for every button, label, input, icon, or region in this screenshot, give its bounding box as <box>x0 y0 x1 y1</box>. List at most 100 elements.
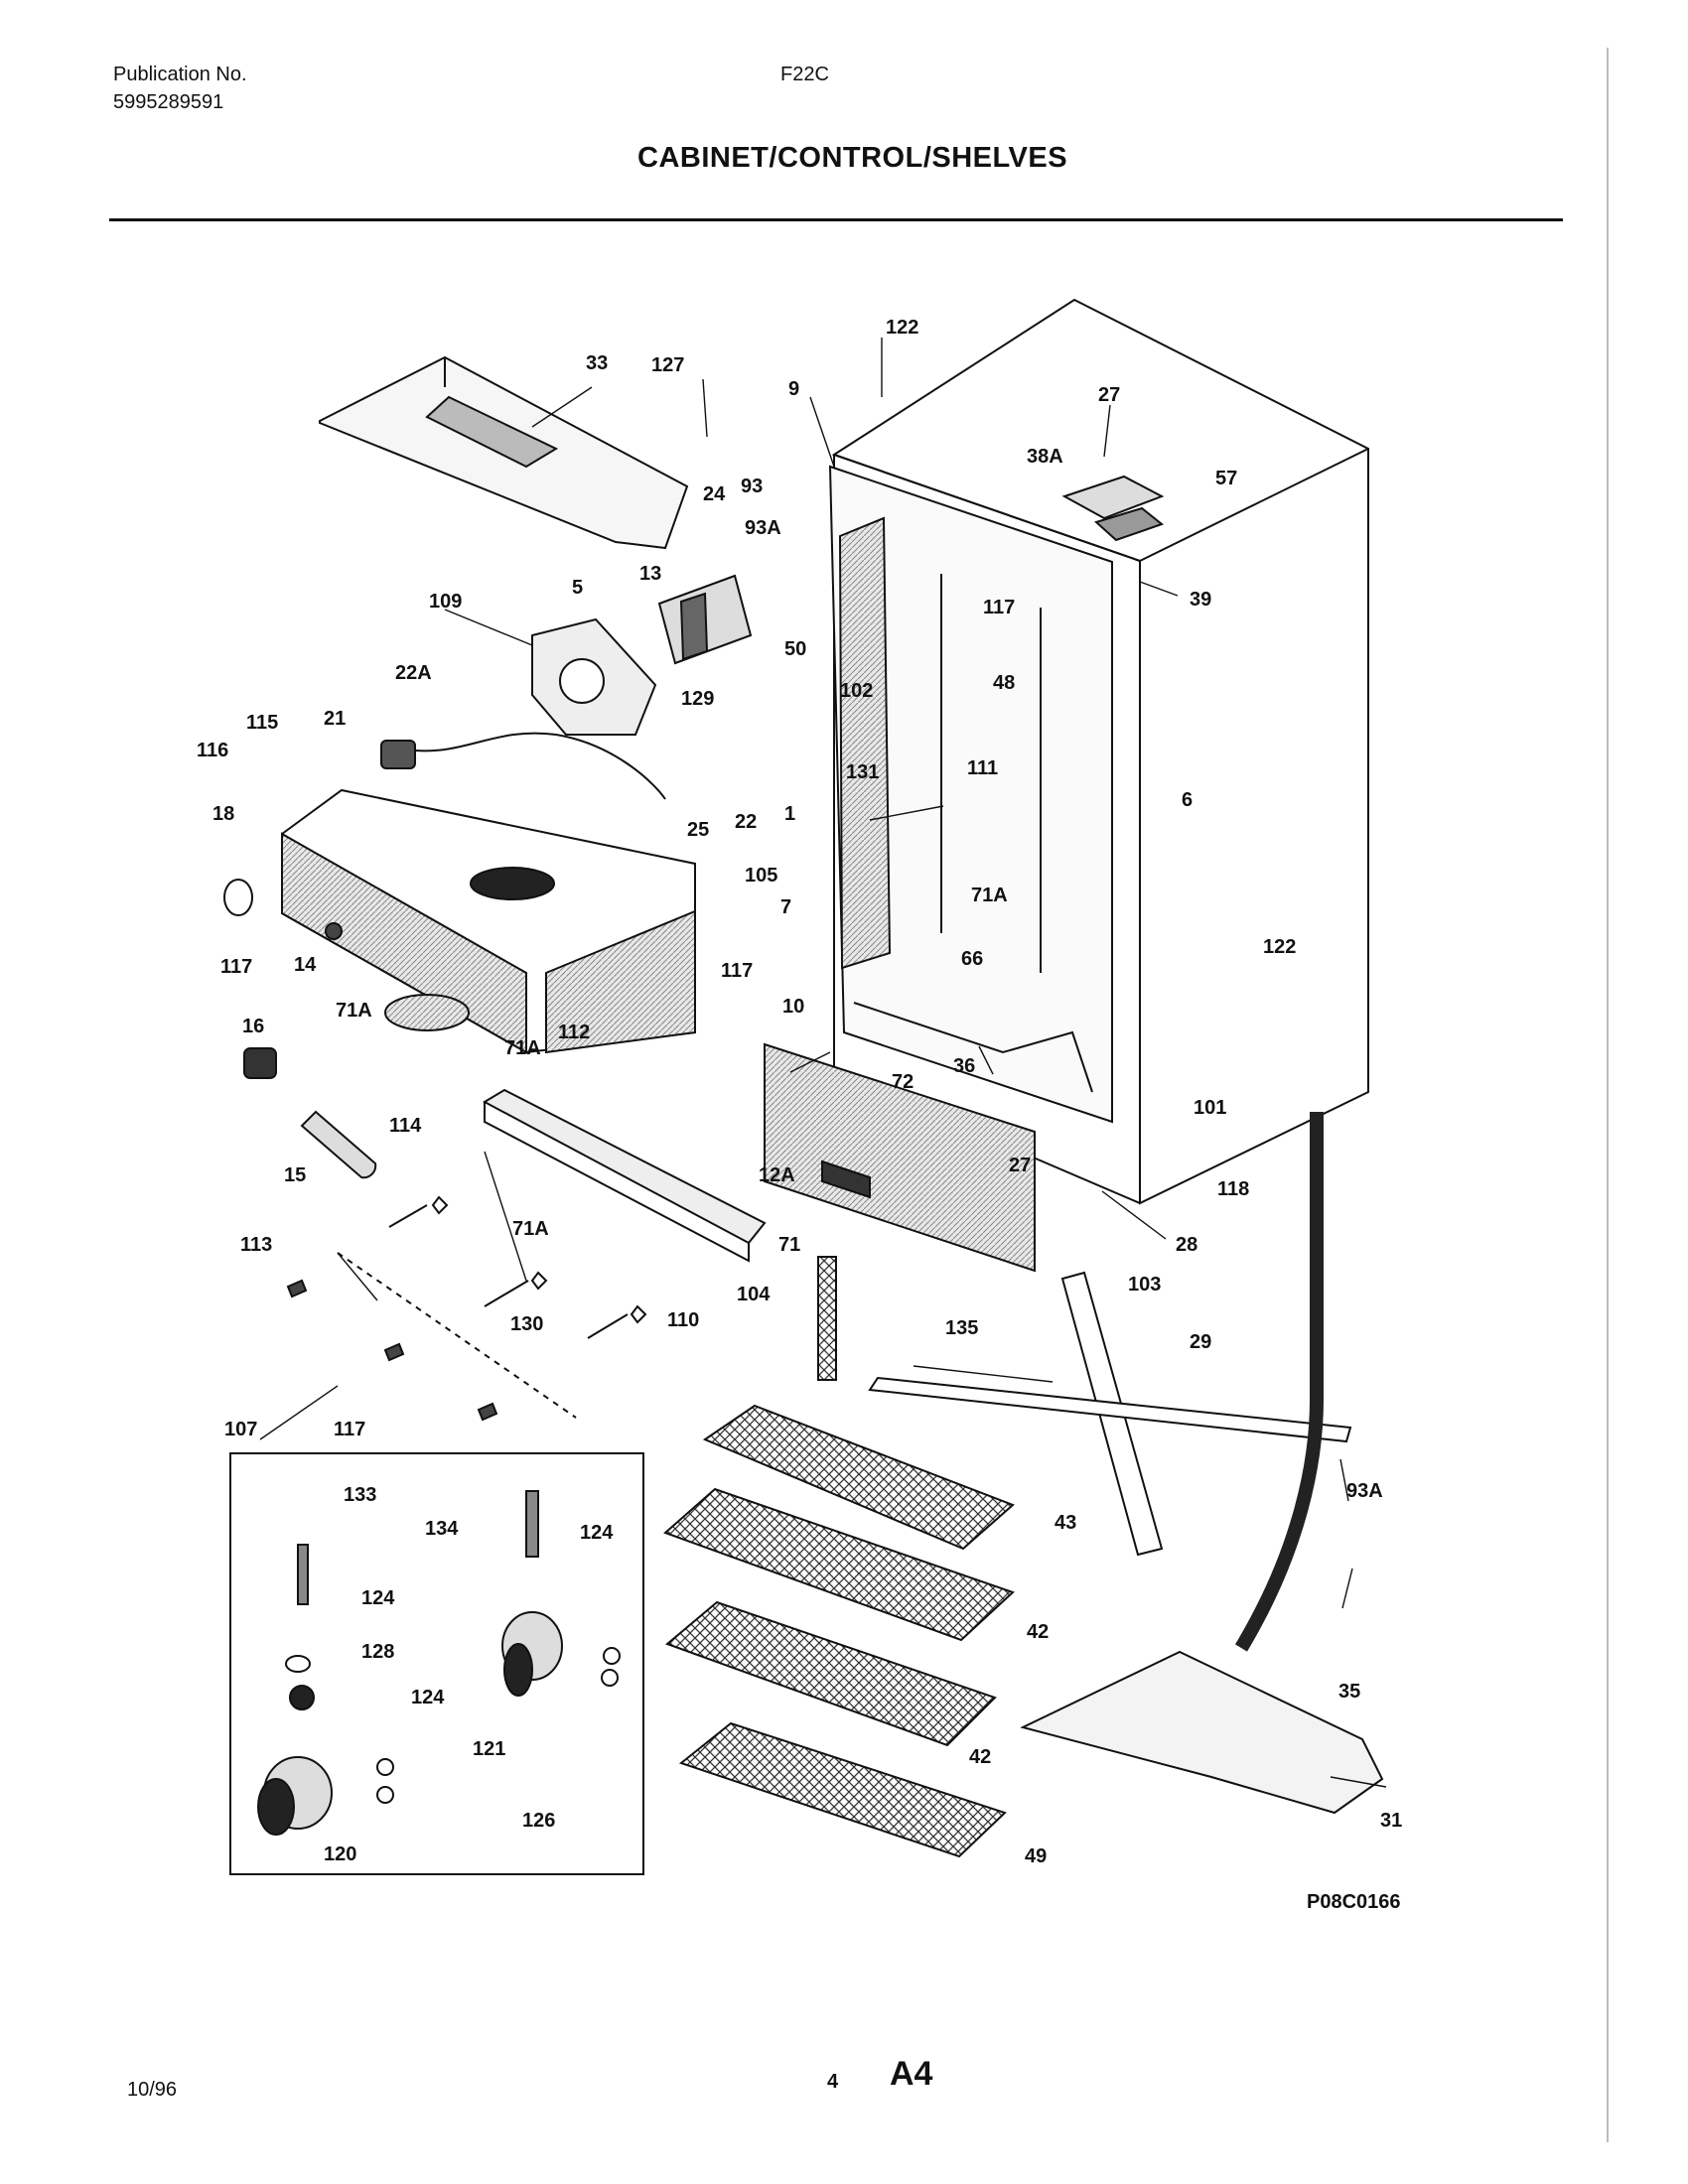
callout: 122 <box>1263 936 1296 958</box>
header-rule <box>109 218 1563 221</box>
callout: 22 <box>735 811 757 833</box>
callout: 117 <box>721 960 753 982</box>
door-liner-shape <box>828 465 1113 1124</box>
callout: 126 <box>522 1810 555 1832</box>
callout: 114 <box>389 1115 422 1137</box>
callout: 1 <box>784 803 795 825</box>
callout: 13 <box>639 563 661 585</box>
grille-shape <box>223 879 470 1031</box>
callout: 43 <box>1055 1512 1076 1534</box>
callout: 124 <box>411 1687 445 1708</box>
callout: 93 <box>741 476 763 497</box>
callout: 7 <box>780 896 791 918</box>
callout: 29 <box>1190 1331 1211 1353</box>
callout: 66 <box>961 948 983 970</box>
callout: 28 <box>1176 1234 1197 1256</box>
leader-lines <box>259 338 1387 1788</box>
spring-shape <box>817 1256 837 1381</box>
callout: 9 <box>788 378 799 400</box>
model-number: F22C <box>780 64 829 85</box>
callout: 15 <box>284 1164 306 1186</box>
shelf-shapes <box>663 1404 1015 1858</box>
callout: 10 <box>782 996 804 1018</box>
callout: 107 <box>224 1419 257 1440</box>
callout: 24 <box>703 483 726 505</box>
callout: 57 <box>1215 468 1237 489</box>
callout: 31 <box>1380 1810 1402 1832</box>
callout: 71A <box>512 1218 549 1240</box>
callout: 111 <box>967 757 998 779</box>
callout: 21 <box>324 708 346 730</box>
callout: 22A <box>395 662 432 684</box>
callout: 109 <box>429 591 462 613</box>
publication-date: 10/96 <box>127 2079 178 2101</box>
fan-bracket-shape <box>531 574 753 736</box>
callout: 104 <box>737 1284 771 1305</box>
callout: 113 <box>240 1234 272 1256</box>
publication-label: Publication No. <box>113 64 247 85</box>
section-title: CABINET/CONTROL/SHELVES <box>637 142 1068 174</box>
callout: 25 <box>687 819 709 841</box>
page-code: A4 <box>890 2055 933 2093</box>
callout: 103 <box>1128 1274 1161 1296</box>
callout: 118 <box>1217 1178 1249 1200</box>
callout: 71A <box>971 885 1008 906</box>
drain-tube-shape <box>1234 1112 1324 1652</box>
callout: 135 <box>945 1317 978 1339</box>
light-shield-shape <box>482 1088 767 1263</box>
callout: 127 <box>651 354 684 376</box>
callout: 71A <box>336 1000 372 1022</box>
callout: 124 <box>361 1587 395 1609</box>
callout: 42 <box>969 1746 991 1768</box>
callout: 129 <box>681 688 714 710</box>
callout: 27 <box>1009 1155 1031 1176</box>
callout: 112 <box>558 1022 590 1043</box>
callout: 6 <box>1182 789 1193 811</box>
brace-shape <box>868 1271 1352 1557</box>
callout: 42 <box>1027 1621 1049 1643</box>
callout: 38A <box>1027 446 1063 468</box>
callout: 50 <box>784 638 806 660</box>
callout: 48 <box>993 672 1015 694</box>
callout: 120 <box>324 1843 356 1865</box>
top-bracket-shape <box>319 355 689 550</box>
callout: 130 <box>510 1313 543 1335</box>
caster-inset-shape <box>229 1452 644 1875</box>
callout: 12A <box>759 1164 795 1186</box>
callout: 131 <box>846 761 879 783</box>
callout: 117 <box>983 597 1015 618</box>
callout: 36 <box>953 1055 975 1077</box>
callout: 33 <box>586 352 608 374</box>
callout: 134 <box>425 1518 459 1540</box>
callout: 101 <box>1194 1097 1226 1119</box>
callout: 35 <box>1338 1681 1360 1703</box>
callout: 102 <box>840 680 873 702</box>
callout-labels: 122 33 127 9 27 38A 57 24 93 93A 13 5 10… <box>197 317 1402 1913</box>
callout: 18 <box>212 803 234 825</box>
callout: 117 <box>220 956 252 978</box>
callout: 5 <box>572 577 583 599</box>
screws-shape <box>286 1195 647 1422</box>
callout: 71A <box>504 1037 541 1059</box>
callout: 16 <box>242 1016 264 1037</box>
callout: 49 <box>1025 1845 1047 1867</box>
figure-code: P08C0166 <box>1307 1891 1401 1913</box>
callout: 115 <box>246 712 278 734</box>
callout: 122 <box>886 317 918 339</box>
callout: 117 <box>334 1419 365 1440</box>
callout: 39 <box>1190 589 1211 611</box>
page-edge-line <box>1607 48 1609 2142</box>
callout: 133 <box>344 1484 376 1506</box>
callout: 110 <box>667 1309 699 1331</box>
drip-pan-shape <box>1020 1650 1384 1815</box>
lamp-socket-shape <box>243 732 666 1179</box>
callout: 93A <box>1346 1480 1383 1502</box>
page-number: 4 <box>827 2071 839 2093</box>
callout: 72 <box>892 1071 914 1093</box>
callout: 105 <box>745 865 777 887</box>
callout: 71 <box>778 1234 800 1256</box>
hinge-plate-shape <box>1061 475 1165 542</box>
callout: 124 <box>580 1522 614 1544</box>
publication-number: 5995289591 <box>113 91 224 113</box>
